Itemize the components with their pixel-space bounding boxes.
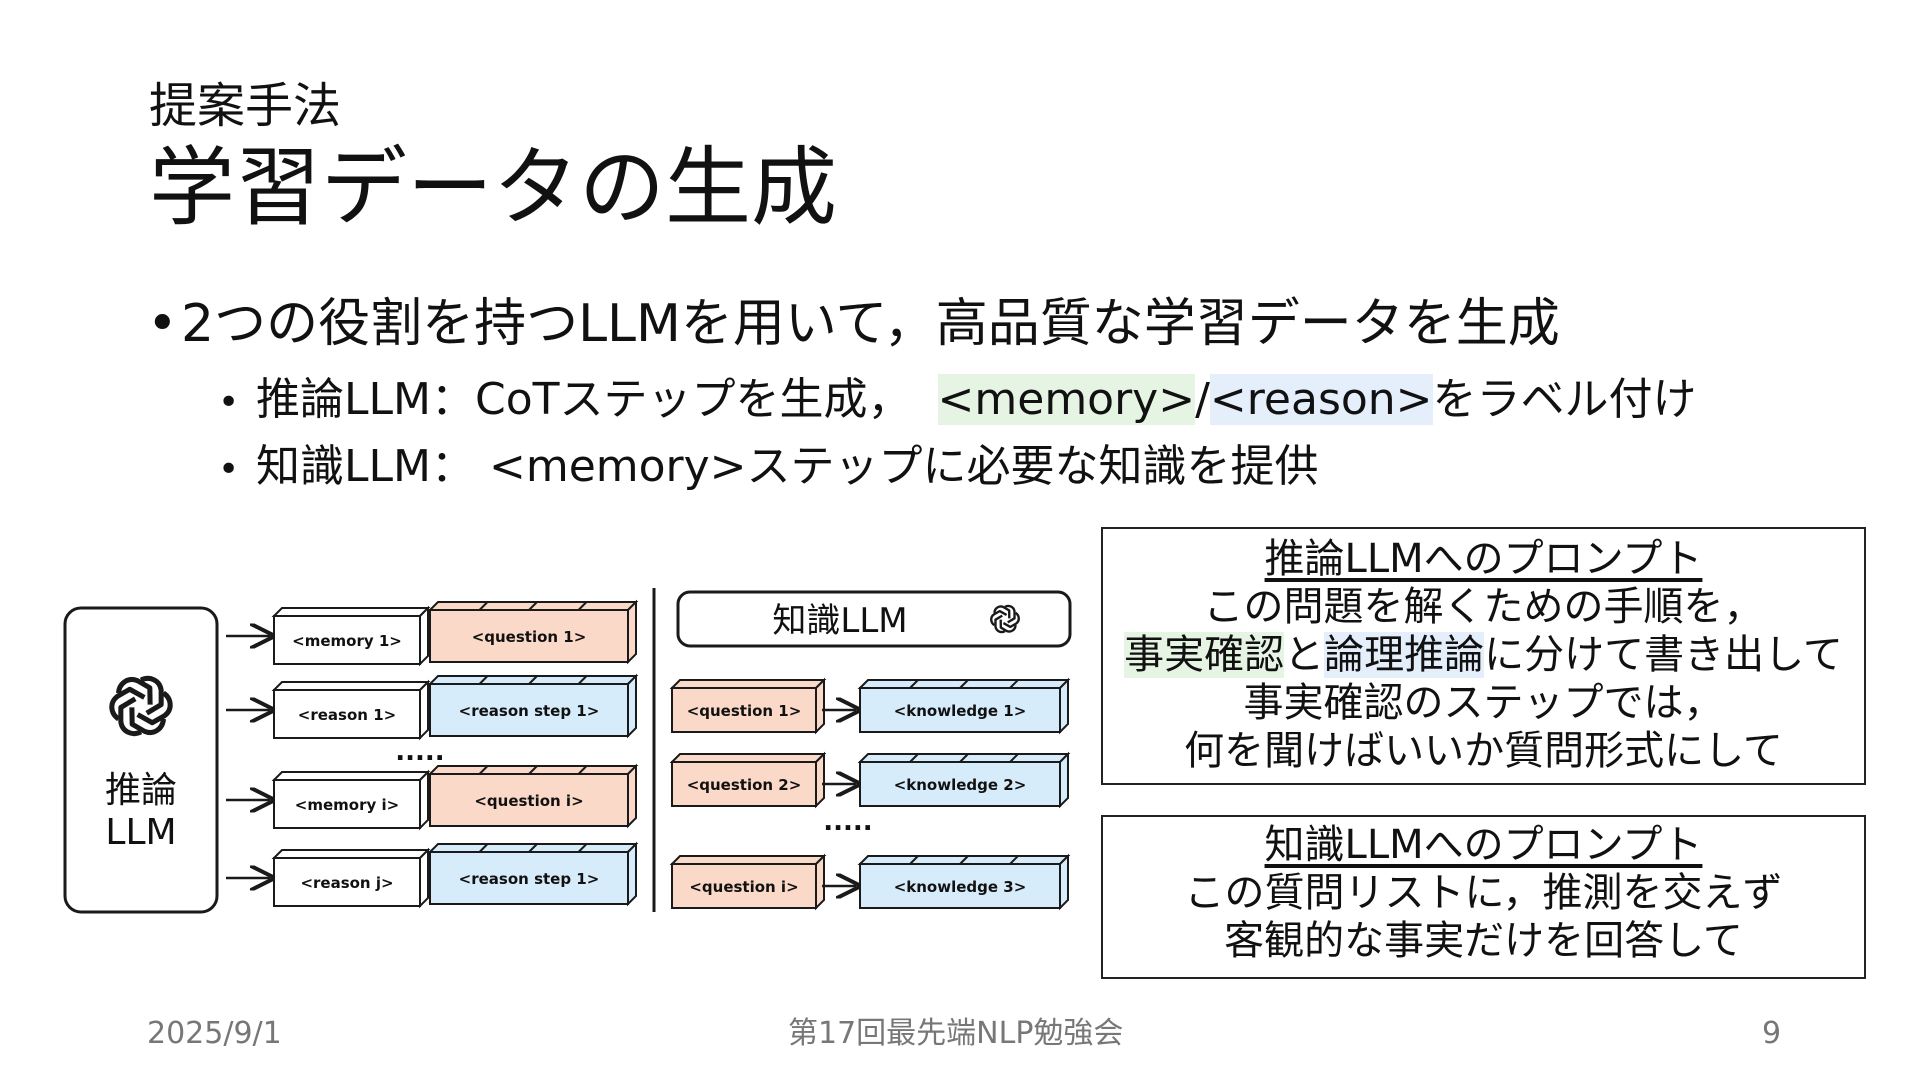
fact-check-highlight: 事実確認 [1124, 632, 1285, 678]
bullet-main-text: 2つの役割を持つLLMを用いて，高品質な学習データを生成 [181, 294, 1560, 354]
knowledge-prompt-line1: この質問リストに，推測を交えず [1184, 870, 1783, 916]
bullet-reasoning-suffix: をラベル付け [1432, 374, 1697, 425]
knowledge-block-3: <knowledge 3> [857, 853, 1071, 911]
ellipsis-left: ..... [395, 737, 444, 767]
bullet-knowledge-text: 知識LLM： <memory>ステップに必要な知識を提供 [256, 441, 1319, 492]
slide-title: 学習データの生成 [149, 138, 837, 238]
reasoning-llm-box [63, 606, 219, 914]
step-tag-1-label: <memory 1> [292, 632, 402, 650]
bullet-reasoning-prefix: 推論LLM：CoTステップを生成， [256, 374, 912, 425]
knowledge-prompt-box: 知識LLMへのプロンプト この質問リストに，推測を交えず 客観的な事実だけを回答… [1101, 815, 1866, 979]
bullet-dot: • [218, 382, 240, 423]
footer-event: 第17回最先端NLP勉強会 [788, 1016, 1124, 1051]
page-number: 9 [1762, 1016, 1782, 1051]
reasoning-prompt-line3: 事実確認のステップでは， [1243, 680, 1724, 726]
question-block-2-label: <question 2> [687, 776, 802, 794]
reasoning-prompt-title: 推論LLMへのプロンプト [1264, 536, 1703, 582]
reasoning-llm-label-line1: 推論 [105, 770, 177, 811]
logical-reasoning-highlight: 論理推論 [1324, 632, 1485, 678]
reasoning-prompt-box: 推論LLMへのプロンプト この問題を解くための手順を， 事実確認と論理推論に分け… [1101, 527, 1866, 785]
step-content-3-label: <question i> [474, 792, 583, 810]
step-content-1: <question 1> [427, 599, 639, 665]
step-tag-1: <memory 1> [271, 605, 431, 667]
question-block-3: <question i> [669, 853, 827, 911]
step-content-4: <reason step 1> [427, 841, 639, 907]
knowledge-prompt-line2: 客観的な事実だけを回答して [1224, 918, 1743, 964]
bullet-reasoning-llm: • 推論LLM：CoTステップを生成， <memory>/<reason>をラベル付… [218, 371, 1697, 432]
step-tag-4: <reason j> [271, 847, 431, 909]
reasoning-prompt-line2: 事実確認と論理推論に分けて書き出して [1103, 631, 1864, 679]
reasoning-steps-group: <memory 1> <question 1> <reason 1> <reason … [271, 599, 639, 909]
question-block-3-label: <question i> [689, 878, 798, 896]
bullet-dot: • [147, 294, 178, 354]
section-subtitle: 提案手法 [149, 78, 342, 134]
knowledge-block-1-label: <knowledge 1> [894, 702, 1027, 720]
bullet-knowledge-llm: • 知識LLM： <memory>ステップに必要な知識を提供 [218, 438, 1319, 499]
conjunction-text: と [1284, 632, 1325, 678]
knowledge-block-2-label: <knowledge 2> [894, 776, 1027, 794]
step-tag-2: <reason 1> [271, 679, 431, 741]
step-content-4-label: <reason step 1> [459, 870, 600, 888]
reason-tag-highlight: <reason> [1209, 374, 1433, 425]
reasoning-prompt-line2-rest: に分けて書き出して [1484, 632, 1843, 678]
step-tag-3: <memory i> [271, 769, 431, 831]
step-content-2: <reason step 1> [427, 673, 639, 739]
knowledge-block-3-label: <knowledge 3> [894, 878, 1027, 896]
bullet-main: •2つの役割を持つLLMを用いて，高品質な学習データを生成 [147, 292, 1560, 356]
footer-date: 2025/9/1 [147, 1016, 282, 1051]
tag-slash: / [1195, 374, 1210, 425]
memory-tag-highlight: <memory> [937, 374, 1196, 425]
ellipsis-right: ..... [823, 807, 872, 837]
knowledge-block-1: <knowledge 1> [857, 677, 1071, 735]
step-tag-2-label: <reason 1> [298, 706, 396, 724]
reasoning-llm-label-line2: LLM [105, 812, 176, 853]
knowledge-steps-group: <question 1> <knowledge 1> <question 2> <kn… [669, 677, 1071, 911]
reasoning-prompt-line4: 何を聞けばいいか質問形式にして [1184, 728, 1783, 774]
knowledge-prompt-title: 知識LLMへのプロンプト [1264, 822, 1703, 868]
step-content-3: <question i> [427, 763, 639, 829]
question-block-1-label: <question 1> [687, 702, 802, 720]
step-tag-4-label: <reason j> [300, 874, 393, 892]
step-content-2-label: <reason step 1> [459, 702, 600, 720]
step-content-1-label: <question 1> [472, 628, 587, 646]
data-generation-diagram: 推論 LLM <memory 1><question 1><reason 1><… [63, 588, 1072, 914]
knowledge-llm-box [676, 590, 1072, 648]
step-tag-3-label: <memory i> [295, 796, 399, 814]
knowledge-llm-label: 知識LLM [772, 601, 907, 641]
question-block-2: <question 2> [669, 751, 827, 809]
question-block-1: <question 1> [669, 677, 827, 735]
knowledge-block-2: <knowledge 2> [857, 751, 1071, 809]
reasoning-prompt-line1: この問題を解くための手順を， [1203, 584, 1764, 630]
bullet-dot: • [218, 449, 240, 490]
